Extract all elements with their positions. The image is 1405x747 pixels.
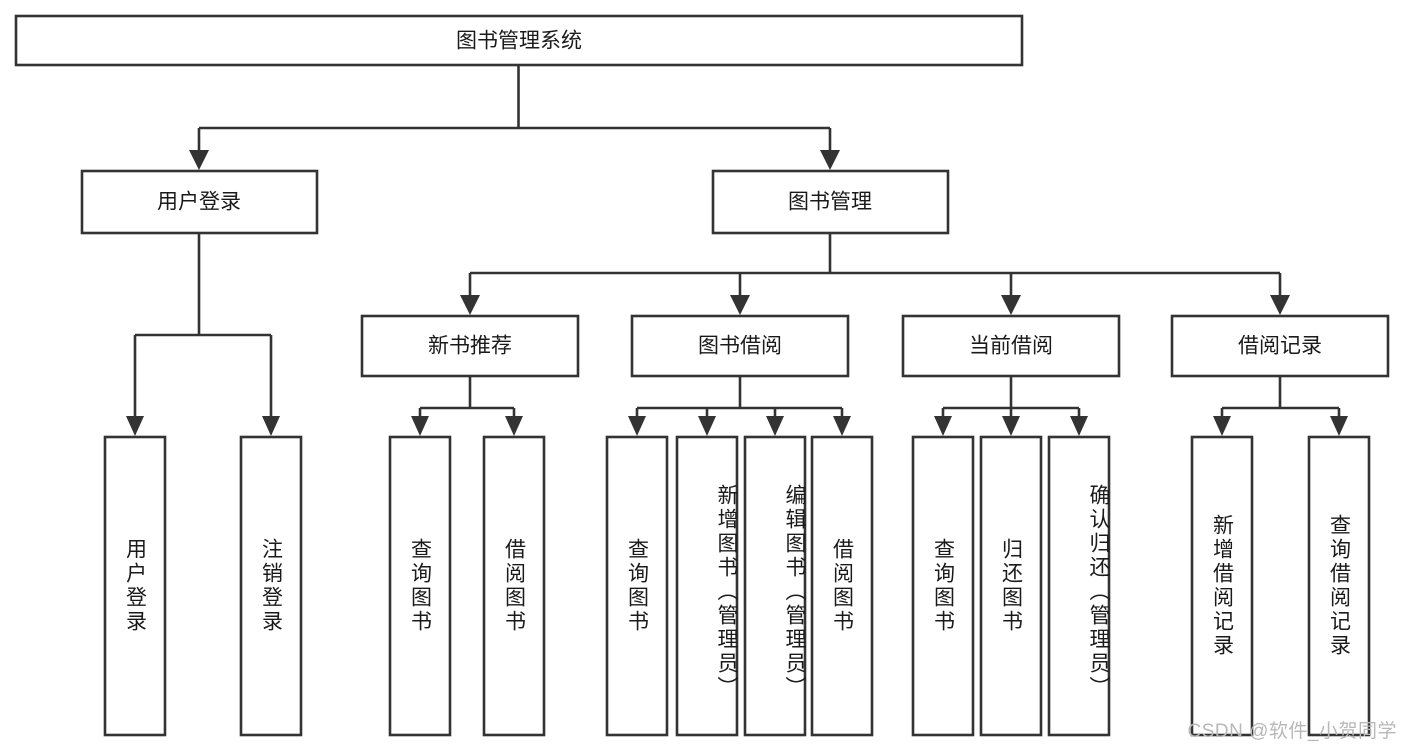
arrow-records-leaf-1 (1213, 416, 1231, 436)
node-root-label: 图书管理系统 (456, 30, 582, 53)
node-book-manage-label: 图书管理 (788, 191, 872, 214)
node-book-borrow-box[interactable] (630, 314, 850, 378)
node-current-borrow-box[interactable] (901, 314, 1121, 378)
arrow-current-leaf-1 (934, 416, 952, 436)
arrow-borrow-leaf-1 (628, 416, 646, 436)
node-current-borrow-label: 当前借阅 (969, 335, 1053, 358)
arrow-bookmanage-child-2 (730, 295, 750, 315)
node-layer: 图书管理系统 用户登录 图书管理 新书推荐 图书借阅 当前借阅 借阅记录 (14, 14, 1390, 737)
leaf-box-book-borrow-1[interactable] (605, 435, 669, 737)
arrow-bookmanage-child-1 (460, 295, 480, 315)
arrow-records-leaf-2 (1330, 416, 1348, 436)
arrow-current-leaf-2 (1002, 416, 1020, 436)
leaf-box-current-borrow-1[interactable] (911, 435, 975, 737)
arrow-borrow-leaf-4 (833, 416, 851, 436)
node-borrow-records-box[interactable] (1170, 314, 1390, 378)
leaf-box-book-borrow-4[interactable] (810, 435, 874, 737)
arrow-bookmanage-child-4 (1270, 295, 1290, 315)
leaf-box-user-login-2[interactable] (239, 435, 303, 737)
arrow-recommend-leaf-2 (505, 416, 523, 436)
leaf-box-borrow-records-2[interactable] (1307, 435, 1371, 737)
node-user-login-box[interactable] (80, 169, 319, 235)
node-new-book-recommend-label: 新书推荐 (428, 335, 512, 358)
leaf-box-current-borrow-3[interactable] (1047, 435, 1111, 737)
arrow-borrow-leaf-3 (766, 416, 784, 436)
node-borrow-records-label: 借阅记录 (1238, 335, 1322, 358)
arrow-current-leaf-3 (1070, 416, 1088, 436)
node-user-login-label: 用户登录 (157, 191, 241, 214)
arrow-borrow-leaf-2 (698, 416, 716, 436)
node-new-book-recommend-box[interactable] (360, 314, 580, 378)
leaf-box-current-borrow-2[interactable] (979, 435, 1043, 737)
leaf-box-recommend-2[interactable] (482, 435, 546, 737)
node-root-box[interactable] (14, 14, 1024, 67)
arrow-userlogin-child-2 (262, 416, 280, 436)
leaf-box-book-borrow-3[interactable] (743, 435, 807, 737)
arrow-recommend-leaf-1 (411, 416, 429, 436)
leaf-box-recommend-1[interactable] (388, 435, 452, 737)
leaf-box-user-login-1[interactable] (103, 435, 167, 737)
leaf-box-book-borrow-2[interactable] (675, 435, 739, 737)
node-book-borrow-label: 图书借阅 (698, 335, 782, 358)
connector-layer (126, 66, 1348, 436)
arrow-bookmanage-child-3 (1001, 295, 1021, 315)
watermark-text: CSDN @软件_小贺同学 (1187, 721, 1397, 742)
leaf-box-borrow-records-1[interactable] (1190, 435, 1254, 737)
arrow-userlogin-child-1 (126, 416, 144, 436)
arrow-root-to-user-login (189, 150, 209, 170)
node-book-manage-box[interactable] (711, 169, 950, 235)
arrow-root-to-book-manage (820, 150, 840, 170)
